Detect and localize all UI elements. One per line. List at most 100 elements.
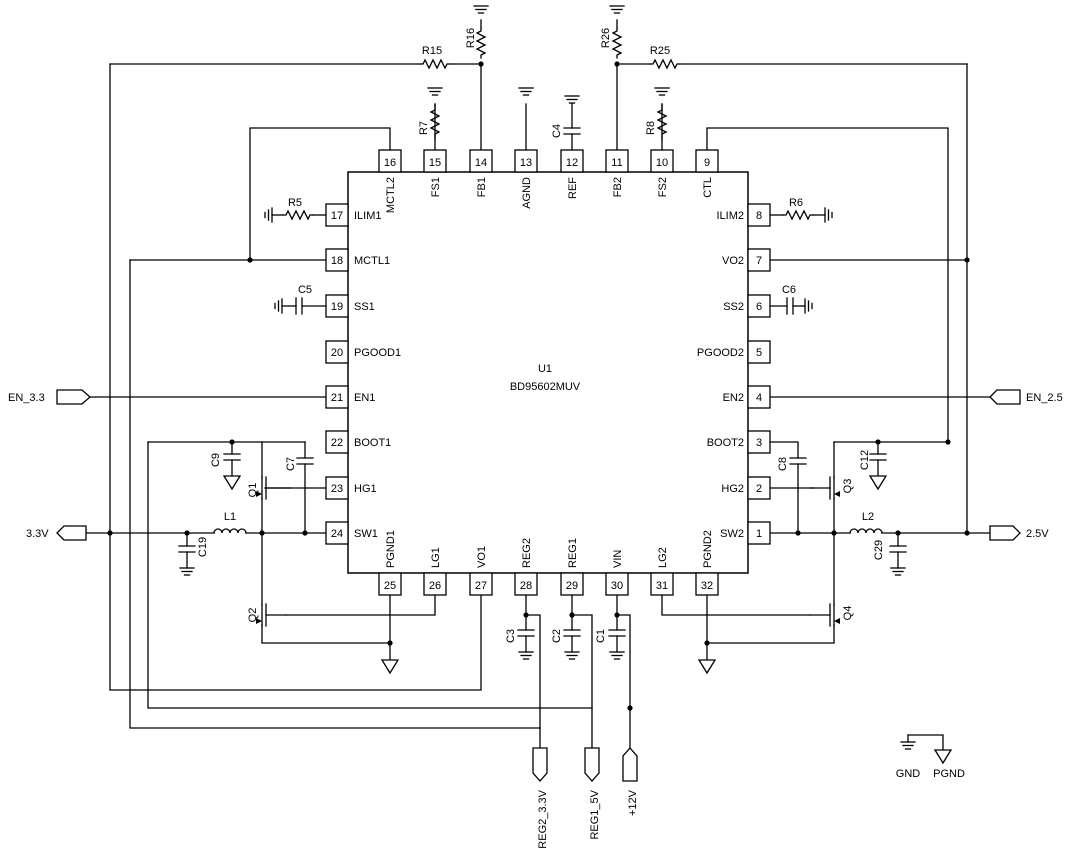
resistor-r8 [656, 103, 668, 141]
power-ground-icon [868, 475, 888, 491]
pin-24-name: SW1 [354, 528, 378, 540]
pin-26-number: 26 [429, 580, 441, 592]
pin-26-name: LG1 [430, 547, 442, 568]
capacitor-c4 [563, 127, 581, 135]
label-r16: R16 [465, 28, 477, 48]
pin-5-number: 5 [756, 347, 762, 359]
junction-dot [627, 705, 633, 711]
wire [129, 259, 541, 749]
capacitor-c29 [889, 545, 907, 553]
junction-dot [895, 530, 901, 536]
pin-25-number: 25 [384, 580, 396, 592]
pin-20-name: PGOOD1 [354, 347, 401, 359]
label-c6: C6 [782, 284, 796, 296]
label-c4: C4 [551, 124, 563, 138]
resistor-r5 [282, 209, 314, 221]
pin-20-number: 20 [331, 347, 343, 359]
pin-27-box [469, 572, 493, 596]
power-ground-icon [380, 659, 400, 675]
pin-28-number: 28 [520, 580, 532, 592]
junction-dot [523, 612, 529, 618]
port-en-3-3-label: EN_3.3 [8, 392, 45, 404]
signal-ground-icon [654, 87, 670, 96]
resistor-r15 [419, 58, 451, 70]
mosfet-q2 [256, 603, 287, 627]
pin-30-box [605, 572, 629, 596]
port-12v [622, 747, 638, 782]
pin-10-box [650, 149, 674, 173]
pin-7-box [747, 248, 771, 272]
signal-ground-icon [518, 651, 534, 660]
port-reg2-label: REG2_3.3V [537, 789, 549, 848]
junction-dot [478, 61, 484, 67]
pin-16-name: MCTL2 [385, 177, 397, 213]
label-q4: Q4 [842, 606, 854, 621]
pin-3-box [747, 430, 771, 454]
pin-18-name: MCTL1 [354, 255, 390, 267]
signal-ground-icon [179, 567, 195, 576]
pin-3-number: 3 [756, 437, 762, 449]
label-c3: C3 [505, 629, 517, 643]
label-c8: C8 [777, 457, 789, 471]
ic-body [347, 171, 749, 574]
power-ground-icon [697, 659, 717, 675]
junction-dot [184, 530, 190, 536]
junction-dot [964, 530, 970, 536]
inductor-l2 [849, 528, 883, 534]
capacitor-c5 [295, 297, 303, 315]
junction-dot [964, 257, 970, 263]
pin-1-number: 1 [756, 528, 762, 540]
pin-31-number: 31 [656, 580, 668, 592]
label-c7: C7 [285, 457, 297, 471]
capacitor-c9 [223, 453, 241, 461]
pin-5-name: PGOOD2 [697, 347, 744, 359]
pin-23-number: 23 [331, 483, 343, 495]
pin-9-box [695, 149, 719, 173]
wire [249, 127, 391, 261]
pin-6-name: SS2 [723, 301, 744, 313]
pin-22-name: BOOT1 [354, 437, 391, 449]
wire [261, 594, 391, 644]
pin-19-box [325, 294, 349, 318]
pin-21-number: 21 [331, 392, 343, 404]
label-r7: R7 [418, 121, 430, 135]
wire [109, 63, 482, 691]
junction-dot [387, 640, 393, 646]
wire [616, 614, 631, 749]
pin-28-box [514, 572, 538, 596]
port-3-3v-label: 3.3V [26, 528, 49, 540]
port-en-2-5 [989, 389, 1021, 405]
pin-10-number: 10 [656, 157, 668, 169]
junction-dot [614, 61, 620, 67]
pin-30-number: 30 [611, 580, 623, 592]
ground-symbols [179, 5, 953, 765]
port-reg1-label: REG1_5V [589, 789, 601, 839]
pin-8-name: ILIM2 [716, 210, 744, 222]
signal-ground-icon [473, 5, 489, 14]
pin-31-box [650, 572, 674, 596]
pin-18-number: 18 [331, 255, 343, 267]
label-r26: R26 [600, 28, 612, 48]
ic-pins: 16MCTL215FS114FB113AGND12REF11FB210FS29C… [325, 149, 771, 596]
pin-14-name: FB1 [476, 177, 488, 197]
mosfet-q4 [809, 603, 840, 627]
pin-9-name: CTL [702, 177, 714, 198]
pin-11-number: 11 [611, 157, 622, 169]
pin-26-box [423, 572, 447, 596]
pin-13-box [514, 149, 538, 173]
capacitor-c3 [517, 629, 535, 637]
pin-16-number: 16 [384, 157, 396, 169]
power-ground-icon [933, 749, 953, 765]
label-c1: C1 [595, 629, 607, 643]
pin-25-name: PGND1 [385, 530, 397, 568]
pin-29-name: REG1 [567, 538, 579, 568]
resistor-r7 [429, 103, 441, 141]
port-3-3v [56, 525, 87, 541]
wire [661, 594, 811, 616]
pin-13-name: AGND [521, 177, 533, 209]
junction-dot [614, 612, 620, 618]
pin-32-number: 32 [701, 580, 713, 592]
pin-29-box [560, 572, 584, 596]
label-q3: Q3 [842, 479, 854, 494]
port-en-2-5-label: EN_2.5 [1026, 392, 1063, 404]
